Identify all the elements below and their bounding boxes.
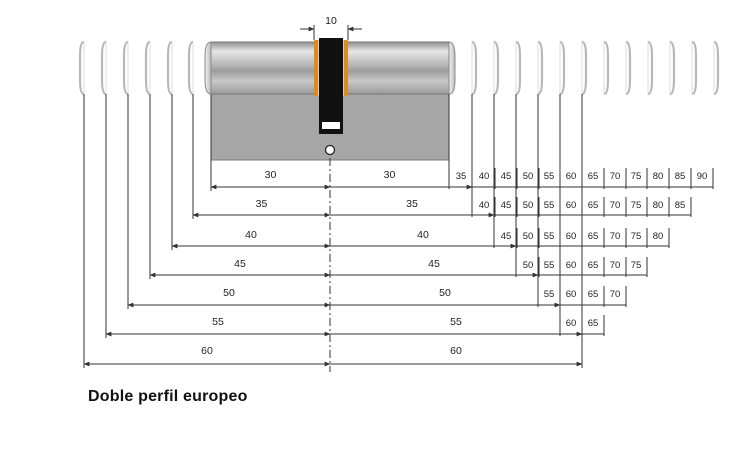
total-length-cell: 65 bbox=[588, 318, 599, 329]
total-length-cell: 55 bbox=[544, 171, 555, 182]
ghost-end-cap bbox=[713, 40, 720, 96]
total-length-cell: 50 bbox=[523, 200, 534, 211]
total-length-cell: 65 bbox=[588, 231, 599, 242]
dimension-labels: 10 30 30 35 35 40 40 45 45 50 50 55 55 60 60 bbox=[201, 15, 462, 357]
ghost-end-cap bbox=[100, 40, 107, 96]
total-length-cell: 75 bbox=[631, 171, 642, 182]
ghost-end-cap bbox=[559, 40, 566, 96]
ghost-end-cap bbox=[581, 40, 588, 96]
left-length-label: 35 bbox=[256, 198, 268, 210]
total-length-cell: 80 bbox=[653, 200, 664, 211]
right-length-label: 40 bbox=[417, 229, 429, 241]
total-length-cell: 45 bbox=[501, 200, 512, 211]
screw-hole bbox=[324, 144, 336, 156]
ghost-end-cap bbox=[625, 40, 632, 96]
ghost-end-cap bbox=[515, 40, 522, 96]
total-length-cell: 75 bbox=[631, 231, 642, 242]
total-length-cell: 60 bbox=[566, 260, 577, 271]
total-length-cell: 45 bbox=[501, 231, 512, 242]
left-length-label: 60 bbox=[201, 345, 213, 357]
right-length-label: 35 bbox=[406, 198, 418, 210]
total-length-grid: 35 40 45 50 55 60 65 70 75 80 85 90 40 45 50 55 60 65 70 75… bbox=[448, 94, 714, 366]
cam bbox=[319, 38, 343, 134]
total-length-cell: 55 bbox=[544, 289, 555, 300]
cylinder-body bbox=[204, 38, 456, 161]
left-length-label: 55 bbox=[212, 316, 224, 328]
total-length-cell: 60 bbox=[566, 318, 577, 329]
total-length-cell: 60 bbox=[566, 289, 577, 300]
ghost-end-cap bbox=[669, 40, 676, 96]
left-length-label: 30 bbox=[265, 169, 277, 181]
ghost-end-cap bbox=[493, 40, 500, 96]
cam-window bbox=[322, 122, 340, 129]
right-face bbox=[448, 41, 456, 95]
total-length-cell: 70 bbox=[610, 260, 621, 271]
total-length-cell: 85 bbox=[675, 171, 686, 182]
left-face bbox=[204, 41, 212, 95]
total-length-cell: 50 bbox=[523, 171, 534, 182]
cam-width-label: 10 bbox=[325, 15, 337, 27]
left-length-label: 40 bbox=[245, 229, 257, 241]
right-length-label: 55 bbox=[450, 316, 462, 328]
left-length-label: 50 bbox=[223, 287, 235, 299]
total-length-cell: 60 bbox=[566, 171, 577, 182]
total-length-cell: 40 bbox=[479, 200, 490, 211]
total-length-cell: 65 bbox=[588, 171, 599, 182]
total-length-cell: 55 bbox=[544, 260, 555, 271]
ghost-end-cap bbox=[144, 40, 151, 96]
right-length-label: 30 bbox=[384, 169, 396, 181]
ghost-end-cap bbox=[187, 40, 194, 96]
total-length-cell: 40 bbox=[479, 171, 490, 182]
total-length-cell: 50 bbox=[523, 231, 534, 242]
total-length-cell: 75 bbox=[631, 200, 642, 211]
total-length-cell: 75 bbox=[631, 260, 642, 271]
right-length-label: 45 bbox=[428, 258, 440, 270]
total-length-cell: 65 bbox=[588, 289, 599, 300]
total-length-cell: 70 bbox=[610, 171, 621, 182]
total-length-cell: 65 bbox=[588, 260, 599, 271]
total-length-cell: 80 bbox=[653, 171, 664, 182]
total-length-cell: 70 bbox=[610, 231, 621, 242]
total-length-cell: 60 bbox=[566, 200, 577, 211]
ghost-end-cap bbox=[166, 40, 173, 96]
total-length-cell: 55 bbox=[544, 200, 555, 211]
ghost-end-cap bbox=[603, 40, 610, 96]
total-length-cell: 70 bbox=[610, 200, 621, 211]
dimension-lines bbox=[83, 25, 583, 372]
total-length-cell: 50 bbox=[523, 260, 534, 271]
ghost-end-cap bbox=[78, 40, 85, 96]
ghost-end-cap bbox=[647, 40, 654, 96]
left-length-label: 45 bbox=[234, 258, 246, 270]
right-length-label: 60 bbox=[450, 345, 462, 357]
total-length-cell: 70 bbox=[610, 289, 621, 300]
ghost-cylinder-ends bbox=[78, 40, 720, 96]
total-length-cell: 90 bbox=[697, 171, 708, 182]
total-length-cell: 35 bbox=[456, 171, 467, 182]
ghost-end-cap bbox=[122, 40, 129, 96]
diagram-caption: Doble perfil europeo bbox=[88, 388, 248, 405]
ghost-end-cap bbox=[691, 40, 698, 96]
right-length-label: 50 bbox=[439, 287, 451, 299]
total-length-cell: 80 bbox=[653, 231, 664, 242]
total-length-cell: 55 bbox=[544, 231, 555, 242]
ghost-end-cap bbox=[537, 40, 544, 96]
total-length-cell: 65 bbox=[588, 200, 599, 211]
total-length-cell: 45 bbox=[501, 171, 512, 182]
total-length-cell: 85 bbox=[675, 200, 686, 211]
ghost-end-cap bbox=[471, 40, 478, 96]
total-length-cell: 60 bbox=[566, 231, 577, 242]
